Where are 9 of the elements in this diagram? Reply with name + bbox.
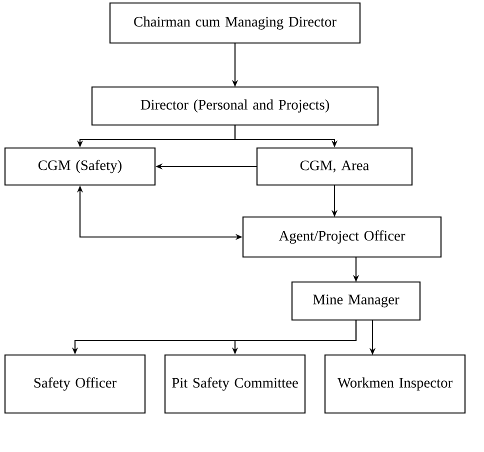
org-box: Director (Personal and Projects) [91, 86, 379, 126]
org-box: Agent/Project Officer [242, 216, 442, 258]
org-box: CGM, Area [256, 147, 413, 186]
org-box: Pit Safety Committee [164, 354, 306, 414]
org-box: CGM (Safety) [4, 147, 156, 186]
org-box: Mine Manager [291, 281, 421, 321]
org-box: Safety Officer [4, 354, 146, 414]
org-box: Workmen Inspector [324, 354, 466, 414]
org-box: Chairman cum Managing Director [109, 2, 361, 44]
